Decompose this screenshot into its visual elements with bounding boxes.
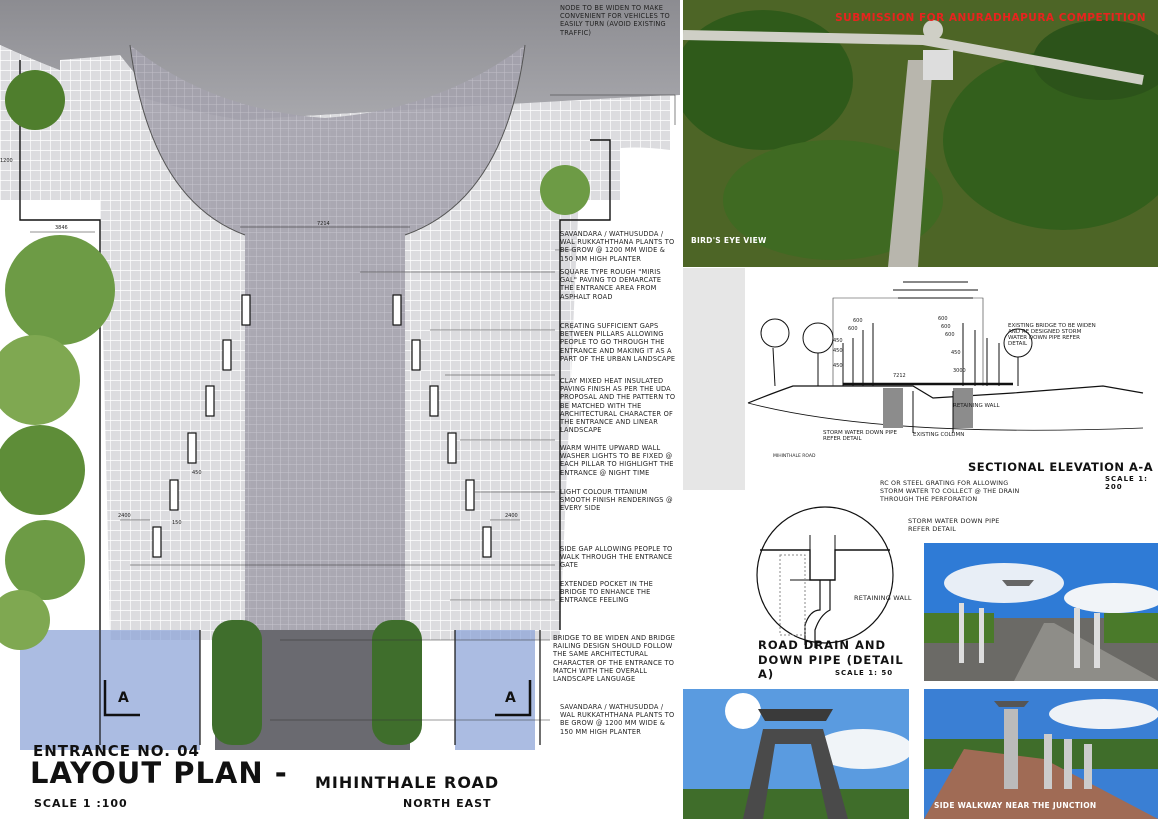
detail-title-1: ROAD DRAIN AND [758,638,887,652]
note-top-node: NODE TO BE WIDEN TO MAKE CONVENIENT FOR … [560,4,670,37]
section-dim-0: 600 [853,318,863,324]
section-marker-left: A [118,690,130,706]
photo-entrance-day [924,543,1158,681]
section-drawing [683,268,1144,490]
note-bridge-widen: BRIDGE TO BE WIDEN AND BRIDGE RAILING DE… [553,634,676,684]
birdseye-image [683,0,1158,267]
side-walkway-caption: SIDE WALKWAY NEAR THE JUNCTION [934,801,1097,810]
section-dim-7: 600 [945,332,955,338]
detail-note-pipe: STORM WATER DOWN PIPE REFER DETAIL [908,517,1000,534]
plan-direction: NORTH EAST [403,797,492,810]
birdseye-caption: BIRD'S EYE VIEW [691,236,767,245]
detail-note-wall: RETAINING WALL [854,594,912,602]
section-scale: SCALE 1: 200 [1105,475,1148,491]
section-dim-2: 450 [833,338,843,344]
plan-road: MIHINTHALE ROAD [315,773,500,792]
section-dim-8: 450 [951,350,961,356]
note-titanium: LIGHT COLOUR TITANIUM SMOOTH FINISH REND… [560,488,673,513]
center-paving [130,45,525,640]
photo-entrance-gate [683,689,909,819]
section-marker-right: A [505,690,517,706]
layout-plan: NODE TO BE WIDEN TO MAKE CONVENIENT FOR … [0,0,680,810]
sectional-elevation: EXISTING BRIDGE TO BE WIDEN AND RE DESIG… [683,268,1158,491]
section-dim-3: 450 [833,348,843,354]
note-side-gap: SIDE GAP ALLOWING PEOPLE TO WALK THROUGH… [560,545,673,570]
section-ann-bridge: EXISTING BRIDGE TO BE WIDEN AND RE DESIG… [1008,323,1096,347]
detail-note-grating: RC OR STEEL GRATING FOR ALLOWING STORM W… [880,480,1020,504]
pillars-right [392,294,492,558]
section-dim-10: 3000 [953,368,966,374]
section-dim-9: 7212 [893,373,906,379]
dim-left-vert: 1200 [0,158,13,164]
competition-title: SUBMISSION FOR ANURADHAPURA COMPETITION [835,12,1146,24]
note-miris-gal: SQUARE TYPE ROUGH "MIRIS GAL" PAVING TO … [560,268,662,301]
dim-left-width: 3846 [55,225,68,231]
detail-scale: SCALE 1: 50 [835,669,894,677]
section-ann-pipe: STORM WATER DOWN PIPE REFER DETAIL [823,430,897,442]
detail-a: STORM WATER DOWN PIPE REFER DETAIL RETAI… [750,480,999,688]
note-clay-paving: CLAY MIXED HEAT INSULATED PAVING FINISH … [560,377,676,435]
note-planter-top: SAVANDARA / WATHUSUDDA / WAL RUKKATHTHAN… [560,230,675,263]
section-ann-wall: RETAINING WALL [953,403,1000,409]
plan-title: LAYOUT PLAN - [30,756,288,790]
dim-pillar-h: 150 [172,520,182,526]
dim-center: 7214 [317,221,330,227]
section-dim-1: 600 [848,326,858,332]
note-pillar-gaps: CREATING SUFFICIENT GAPS BETWEEN PILLARS… [560,322,676,363]
photo-entrance-gate-image [683,689,909,819]
dim-left-gap: 2400 [118,513,131,519]
note-pocket: EXTENDED POCKET IN THE BRIDGE TO ENHANCE… [560,580,654,605]
detail-title-2: DOWN PIPE (DETAIL A) [758,653,904,681]
photo-side-walkway: SIDE WALKWAY NEAR THE JUNCTION [924,689,1158,819]
water-right [455,630,535,750]
section-dim-4: 450 [833,363,843,369]
plan-scale: SCALE 1 :100 [34,797,128,810]
section-title: SECTIONAL ELEVATION A-A [968,460,1154,474]
photo-entrance-day-image [924,543,1158,681]
trees-left [0,70,115,650]
note-lights: WARM WHITE UPWARD WALL WASHER LIGHTS TO … [560,444,674,477]
section-ann-road: MIHINTHALE ROAD [773,454,816,459]
section-dim-6: 600 [941,324,951,330]
water-left [20,630,200,750]
dim-pillar-gap: 450 [192,470,202,476]
section-ann-column: EXISTING COLUMN [913,432,965,438]
detail-drawing [756,506,894,648]
pillars-left [152,294,251,558]
entrance-number: ENTRANCE NO. 04 [33,742,200,760]
note-planter-bottom: SAVANDARA / WATHUSUDDA / WAL RUKKATHTHAN… [560,703,675,736]
birdseye-render: BIRD'S EYE VIEW SUBMISSION FOR ANURADHAP… [683,0,1158,267]
photo-side-walkway-image [924,689,1158,819]
plan-drawing [0,0,680,750]
dim-right-gap: 2400 [505,513,518,519]
section-dim-5: 600 [938,316,948,322]
